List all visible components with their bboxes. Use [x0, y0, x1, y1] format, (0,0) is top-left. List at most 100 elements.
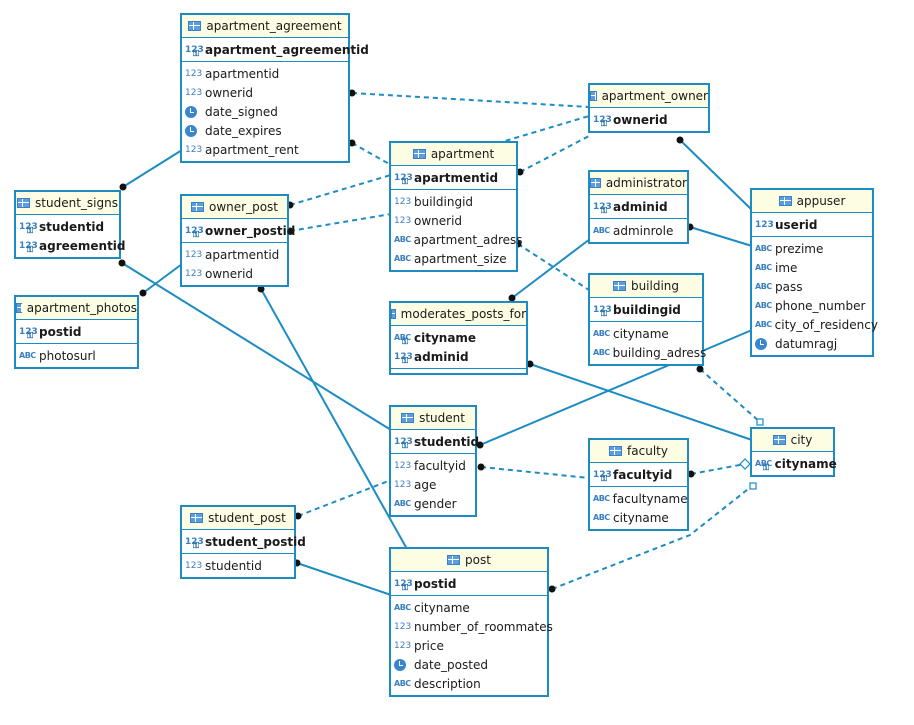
numeric-type-icon: 123 — [185, 226, 204, 240]
column-name: facultyid — [414, 458, 466, 473]
table-apartment_agreement[interactable]: apartment_agreement 123apartment_agreeme… — [180, 13, 369, 163]
table-student_signs[interactable]: student_signs 123studentid123agreementid — [14, 190, 126, 259]
column-row[interactable]: date_signed — [182, 102, 348, 121]
column-row[interactable]: datumragj — [752, 334, 872, 353]
rel-studentpost-post — [296, 562, 392, 596]
column-name: buildingid — [613, 302, 681, 317]
table-title: moderates_posts_for — [400, 307, 526, 321]
column-row[interactable]: 123adminid — [590, 197, 687, 216]
column-row[interactable]: 123postid — [391, 574, 547, 593]
table-icon — [412, 149, 426, 159]
column-row[interactable]: 123agreementid — [16, 236, 126, 255]
numeric-type-icon: 123 — [394, 640, 412, 651]
fk-end-dot — [118, 259, 126, 267]
rel-signs-agreement — [122, 149, 183, 188]
column-row[interactable]: 123adminid — [391, 347, 526, 366]
column-name: apartment_rent — [205, 142, 299, 157]
column-name: adminid — [613, 199, 668, 214]
table-moderates_posts_for[interactable]: moderates_posts_for ABCcityname123admini… — [389, 301, 528, 375]
column-name: apartment_size — [414, 251, 507, 266]
rel-apartment-owner — [519, 135, 590, 173]
table-post[interactable]: post 123postid ABCcityname123number_of_r… — [389, 547, 553, 697]
table-icon — [391, 309, 397, 319]
column-name: agreementid — [39, 238, 126, 253]
table-icon — [447, 555, 461, 565]
column-name: phone_number — [775, 298, 866, 313]
column-row[interactable]: date_posted — [391, 655, 547, 674]
text-type-icon: ABC — [755, 263, 772, 272]
column-name: userid — [775, 217, 818, 232]
column-name: age — [414, 477, 437, 492]
column-row[interactable]: date_expires — [182, 121, 348, 140]
numeric-type-icon: 123 — [394, 352, 413, 366]
table-icon — [188, 21, 202, 31]
column-row[interactable]: 123postid — [16, 322, 137, 341]
rel-agreement-owner — [351, 92, 590, 108]
optional-end-marker — [749, 482, 757, 490]
column-name: cityname — [613, 510, 669, 525]
numeric-type-icon: 123 — [394, 215, 412, 226]
table-icon — [17, 198, 31, 208]
numeric-type-icon: 123 — [593, 470, 612, 484]
fk-end-dot — [119, 183, 127, 191]
rel-student-appuser — [479, 329, 753, 446]
